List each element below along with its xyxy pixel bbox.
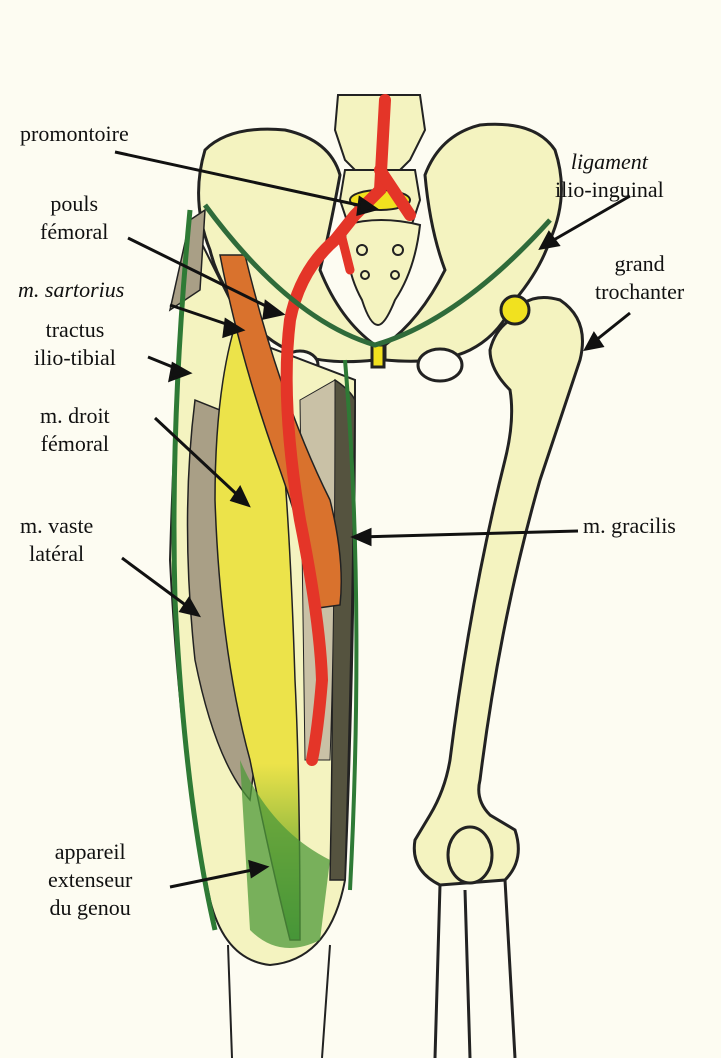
label-line: promontoire <box>20 120 129 148</box>
label-line: trochanter <box>595 278 684 306</box>
label-line: tractus <box>34 316 116 344</box>
label-line: fémoral <box>40 430 110 458</box>
label-line: latéral <box>20 540 93 568</box>
label-vaste-lateral: m. vaste latéral <box>20 512 93 568</box>
arrow-gracilis <box>358 531 578 537</box>
obturator-foramen <box>418 349 462 381</box>
label-line: m. vaste <box>20 512 93 540</box>
sacrum <box>345 220 420 325</box>
label-line: ilio-inguinal <box>555 176 664 204</box>
label-line: extenseur <box>48 866 132 894</box>
label-ligament: ligament ilio-inguinal <box>555 148 664 204</box>
label-grand-trochanter: grand trochanter <box>595 250 684 306</box>
label-droit-femoral: m. droit fémoral <box>40 402 110 458</box>
label-line: m. sartorius <box>18 276 124 304</box>
label-pouls-femoral: pouls fémoral <box>40 190 108 246</box>
label-appareil: appareil extenseur du genou <box>48 838 132 922</box>
label-line: fémoral <box>40 218 108 246</box>
label-promontoire: promontoire <box>20 120 129 148</box>
pubic-symphysis <box>372 345 384 367</box>
label-line: m. droit <box>40 402 110 430</box>
label-gracilis: m. gracilis <box>583 512 676 540</box>
label-line: m. gracilis <box>583 512 676 540</box>
label-line: grand <box>595 250 684 278</box>
label-line: du genou <box>48 894 132 922</box>
label-sartorius: m. sartorius <box>18 276 124 304</box>
label-line: appareil <box>48 838 132 866</box>
label-line: ligament <box>555 148 664 176</box>
label-line: ilio-tibial <box>34 344 116 372</box>
right-femur <box>414 296 582 1058</box>
hip-cartilage <box>501 296 529 324</box>
label-line: pouls <box>40 190 108 218</box>
label-tractus: tractus ilio-tibial <box>34 316 116 372</box>
